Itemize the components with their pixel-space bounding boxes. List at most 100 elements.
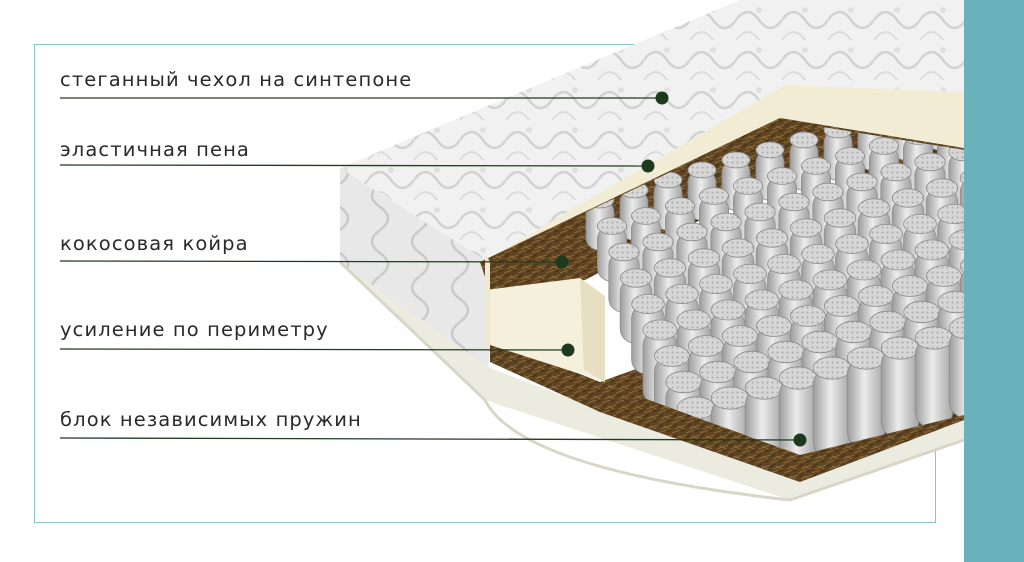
spring-pocket — [983, 318, 1021, 408]
spring-top — [653, 258, 687, 278]
spring-top — [1017, 210, 1024, 230]
spring-top — [914, 152, 946, 172]
spring-top — [699, 360, 737, 384]
spring-top — [903, 213, 937, 234]
spring-pocket — [959, 120, 964, 141]
spring-top — [971, 108, 1000, 125]
label-quilted-cover: стеганный чехол на синтепоне — [60, 68, 413, 91]
spring-top — [1006, 184, 1024, 203]
spring-top — [869, 137, 900, 155]
spring-top — [665, 283, 699, 304]
leader-dot-cover — [655, 91, 669, 105]
spring-top — [642, 319, 678, 341]
label-spring-block: блок независимых пружин — [60, 408, 362, 431]
spring-top — [642, 232, 674, 252]
spring-top — [665, 197, 696, 215]
spring-pocket — [1017, 308, 1024, 398]
perimeter-block — [485, 278, 605, 382]
spring-pocket — [1006, 282, 1024, 367]
spring-pocket — [959, 177, 964, 244]
spring-top — [767, 253, 801, 274]
spring-top — [733, 263, 767, 284]
spring-top — [755, 141, 785, 159]
spring-top — [914, 326, 954, 350]
spring-top — [824, 295, 861, 317]
spring-top — [983, 133, 1013, 151]
spring-pocket — [960, 265, 964, 347]
spring-top — [812, 269, 848, 291]
spring-top — [959, 168, 964, 188]
spring-top — [722, 325, 759, 347]
spring-top — [710, 386, 750, 410]
spring-top — [835, 233, 869, 254]
spring-top — [789, 218, 823, 238]
spring-top — [880, 336, 920, 360]
label-coconut-coir: кокосовая койра — [60, 232, 249, 255]
spring-top — [699, 273, 733, 294]
spring-pocket — [948, 327, 964, 419]
spring-top — [1006, 271, 1024, 293]
spring-pocket — [983, 142, 1013, 202]
label-elastic-foam: эластичная пена — [60, 138, 250, 161]
spring-top — [767, 167, 798, 185]
spring-pocket — [880, 347, 920, 439]
spring-top — [937, 290, 964, 314]
spring-top — [823, 208, 857, 228]
leader-dot-springs — [793, 433, 807, 447]
spring-top — [789, 131, 819, 149]
spring-top — [801, 330, 839, 354]
pocket-springs — [585, 82, 1024, 455]
spring-top — [744, 376, 784, 400]
spring-top — [699, 187, 730, 205]
spring-top — [744, 202, 776, 222]
spring-top — [903, 300, 941, 324]
leader-line-foam — [59, 164, 649, 167]
spring-pocket — [846, 357, 886, 449]
spring-top — [983, 220, 1017, 240]
leader-dot-perimeter — [561, 343, 575, 357]
spring-pocket — [971, 116, 1000, 171]
spring-top — [733, 177, 764, 195]
leader-lines — [59, 91, 807, 447]
spring-top — [891, 188, 925, 208]
spring-top — [892, 275, 929, 297]
spring-top — [756, 315, 793, 337]
spring-top — [665, 370, 703, 394]
spring-top — [914, 239, 950, 261]
spring-top — [778, 366, 818, 390]
spring-top — [687, 161, 717, 179]
spring-top — [994, 159, 1024, 177]
spring-top — [880, 249, 916, 271]
spring-top — [846, 172, 878, 192]
spring-top — [801, 157, 832, 175]
spring-top — [767, 340, 805, 364]
spring-top — [608, 242, 640, 262]
label-perimeter-reinforcement: усиление по периметру — [60, 318, 329, 341]
spring-top — [960, 82, 988, 98]
spring-pocket — [972, 204, 1005, 274]
spring-top — [994, 246, 1024, 267]
spring-top — [778, 192, 810, 212]
leader-line-coir — [59, 260, 563, 263]
spring-top — [801, 243, 835, 264]
spring-top — [846, 259, 882, 281]
spring-top — [858, 285, 895, 307]
spring-top — [948, 316, 964, 340]
spring-top — [676, 309, 712, 331]
spring-top — [619, 268, 653, 288]
spring-top — [790, 305, 827, 327]
spring-top — [812, 182, 844, 202]
spring-top — [926, 265, 963, 287]
leader-dot-foam — [641, 159, 655, 173]
spring-top — [710, 212, 742, 232]
spring-top — [654, 345, 691, 367]
spring-top — [846, 346, 886, 370]
spring-top — [631, 207, 662, 225]
spring-top — [925, 178, 959, 198]
coir-lower — [490, 338, 964, 482]
cover-top — [340, 0, 964, 260]
spring-pocket — [994, 256, 1024, 336]
teal-side-bar — [964, 0, 1024, 562]
spring-top — [972, 194, 1005, 213]
bottom-band — [340, 262, 964, 500]
